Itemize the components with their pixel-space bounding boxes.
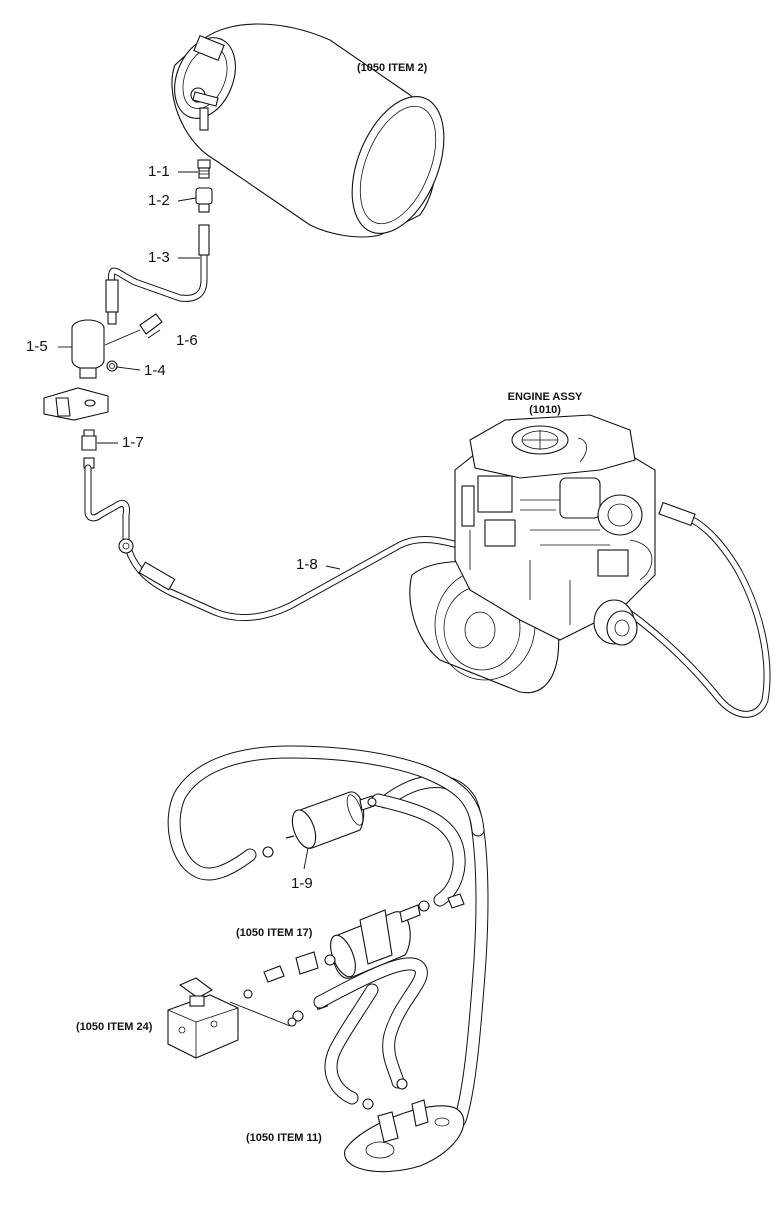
- item-11-label: (1050 ITEM 11): [246, 1132, 322, 1144]
- callout-1-8: 1-8: [296, 556, 318, 573]
- solenoid-valve-1-5: [43, 319, 109, 421]
- hose-1-3: [105, 224, 210, 325]
- callout-1-6: 1-6: [176, 332, 198, 349]
- callout-1-4: 1-4: [144, 362, 166, 379]
- engine-assembly: [409, 414, 656, 694]
- item-17-label: (1050 ITEM 17): [236, 927, 313, 939]
- fitting-1-7: [81, 429, 97, 469]
- valve-block-item-24: [167, 977, 239, 1059]
- callout-1-9: 1-9: [291, 875, 313, 892]
- fitting-1-1: [197, 159, 211, 179]
- fuel-pump-item-17: [324, 893, 465, 979]
- hose-1-8: [84, 464, 771, 718]
- callout-1-1: 1-1: [148, 163, 170, 180]
- small-fittings: [229, 951, 329, 1027]
- engine-reference-label: (1010): [529, 404, 561, 416]
- fitting-1-4: [106, 360, 118, 372]
- engine-title-label: ENGINE ASSY: [507, 391, 583, 403]
- connector-1-6: [104, 313, 163, 346]
- callout-1-7: 1-7: [122, 434, 144, 451]
- tank-plate-item-11: [313, 957, 465, 1173]
- callout-1-2: 1-2: [148, 192, 170, 209]
- return-hose-loop: [167, 745, 489, 1127]
- tank-reference-label: (1050 ITEM 2): [357, 62, 428, 74]
- callout-1-3: 1-3: [148, 249, 170, 266]
- lpg-tank: [171, 23, 445, 238]
- fitting-1-2: [195, 187, 213, 213]
- item-24-label: (1050 ITEM 24): [76, 1021, 153, 1033]
- callout-1-5: 1-5: [26, 338, 48, 355]
- fuel-filter-1-9: [262, 791, 377, 858]
- leader-lines: [58, 171, 341, 870]
